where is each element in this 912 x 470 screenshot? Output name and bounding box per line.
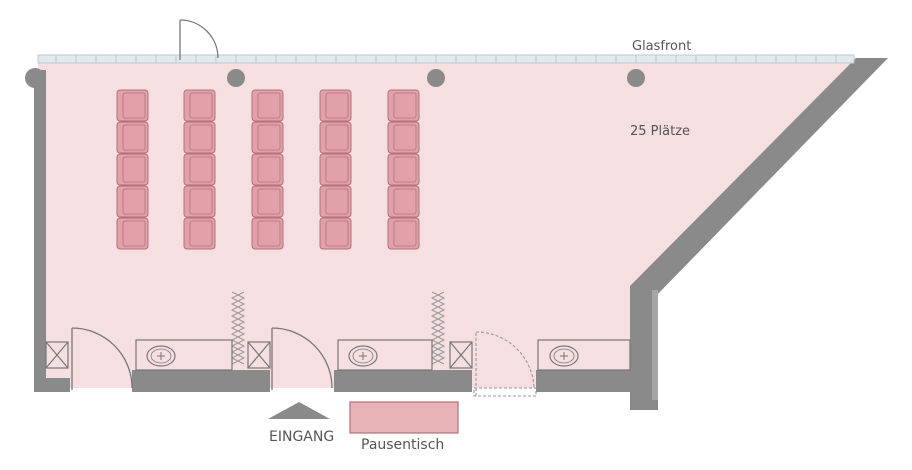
glass-front bbox=[37, 54, 855, 64]
break-table bbox=[349, 401, 459, 434]
chair bbox=[319, 217, 352, 250]
chair bbox=[387, 89, 420, 122]
open-doorway bbox=[473, 331, 537, 397]
glass-front-label: Glasfront bbox=[632, 39, 691, 54]
wall-niches bbox=[45, 341, 473, 369]
chair bbox=[116, 217, 149, 250]
chair bbox=[116, 185, 149, 218]
chair bbox=[183, 89, 216, 122]
chair bbox=[387, 217, 420, 250]
seat-count-label: 25 Plätze bbox=[630, 124, 690, 139]
chair bbox=[251, 217, 284, 250]
sinks bbox=[146, 345, 579, 367]
room-floor bbox=[38, 58, 888, 388]
chair bbox=[387, 121, 420, 154]
break-table-label: Pausentisch bbox=[361, 437, 444, 453]
chair bbox=[387, 185, 420, 218]
top-door bbox=[179, 19, 219, 60]
entrance-arrow-icon bbox=[268, 402, 330, 419]
chair bbox=[183, 185, 216, 218]
chair bbox=[319, 121, 352, 154]
sink-icon bbox=[549, 345, 579, 367]
pillars bbox=[227, 69, 645, 87]
chair bbox=[183, 217, 216, 250]
chair bbox=[116, 153, 149, 186]
chair bbox=[251, 121, 284, 154]
chair bbox=[116, 121, 149, 154]
walls bbox=[25, 58, 888, 410]
chair bbox=[319, 185, 352, 218]
seating-area bbox=[116, 89, 420, 250]
chair bbox=[116, 89, 149, 122]
chair bbox=[319, 153, 352, 186]
doors bbox=[71, 327, 333, 390]
chair bbox=[251, 89, 284, 122]
sink-icon bbox=[348, 345, 378, 367]
chair bbox=[251, 185, 284, 218]
chair bbox=[387, 153, 420, 186]
chair bbox=[251, 153, 284, 186]
sink-icon bbox=[146, 345, 176, 367]
sink-counters bbox=[135, 339, 631, 371]
chair bbox=[319, 89, 352, 122]
chair bbox=[183, 153, 216, 186]
chair bbox=[183, 121, 216, 154]
entrance-label: EINGANG bbox=[269, 429, 334, 445]
